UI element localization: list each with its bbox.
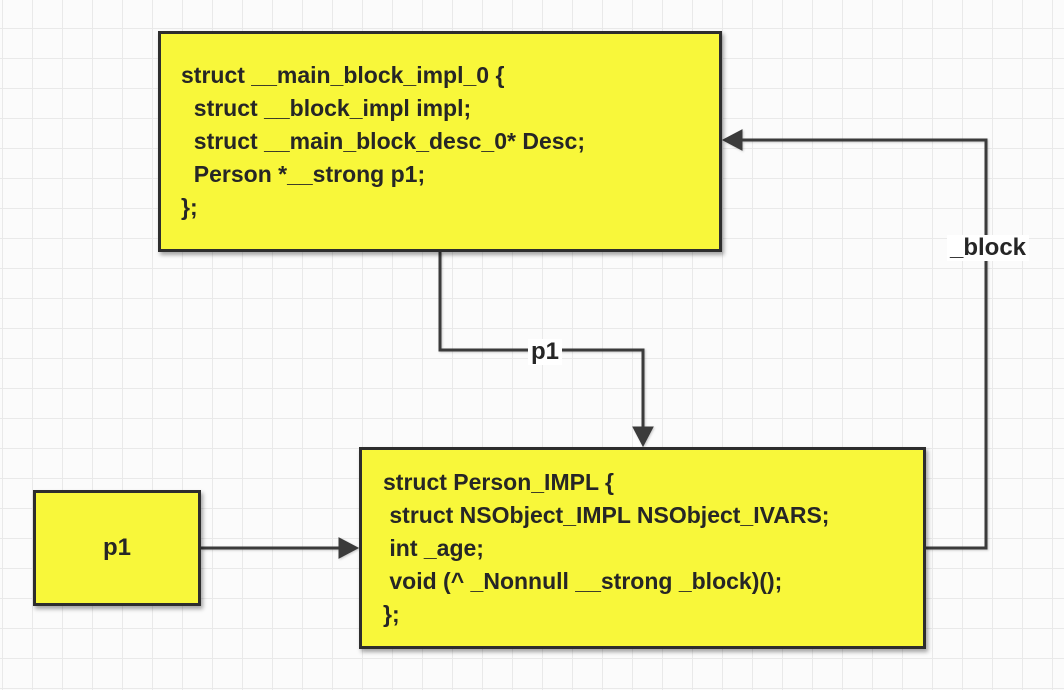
edge-label-p1[interactable]: p1 (527, 339, 563, 365)
code-line: struct __main_block_impl_0 { (181, 62, 505, 88)
code-line: struct __main_block_desc_0* Desc; (181, 128, 585, 154)
code-line: struct Person_IMPL { (383, 468, 614, 495)
node-main-block-impl-struct[interactable]: struct __main_block_impl_0 { struct __bl… (158, 31, 722, 252)
code-line: int _age; (383, 534, 484, 561)
code-line: struct NSObject_IMPL NSObject_IVARS; (383, 501, 830, 528)
code-line: }; (383, 600, 400, 627)
node-p1-variable[interactable]: p1 (33, 490, 201, 606)
code-line: }; (181, 194, 198, 220)
edge-p1-var-pointer[interactable] (201, 537, 360, 559)
code-line: Person *__strong p1; (181, 161, 426, 187)
node-person-impl-struct[interactable]: struct Person_IMPL { struct NSObject_IMP… (359, 447, 926, 649)
node-p1-label: p1 (102, 534, 131, 561)
edge-label-block[interactable]: _block (946, 235, 1030, 261)
code-line: void (^ _Nonnull __strong _block)(); (383, 567, 783, 594)
code-line: struct __block_impl impl; (181, 95, 472, 121)
